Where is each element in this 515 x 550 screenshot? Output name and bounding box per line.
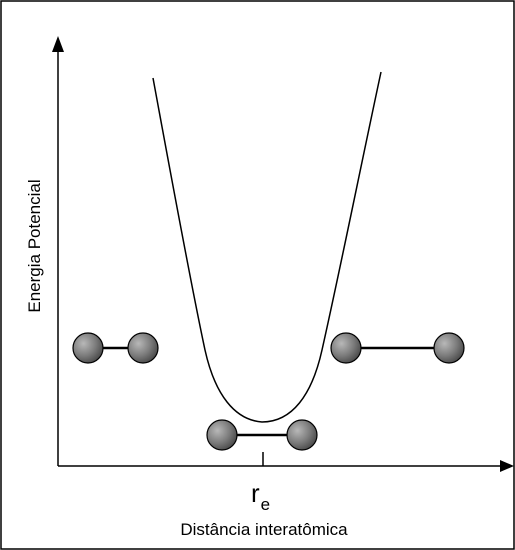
molecule-stretched (330, 332, 465, 364)
molecule-compressed (72, 332, 159, 364)
y-axis-label: Energia Potencial (25, 179, 44, 312)
equilibrium-subscript: e (261, 495, 270, 514)
equilibrium-distance-label: re (251, 478, 270, 514)
molecule-equilibrium (206, 419, 318, 451)
atom-icon (286, 419, 318, 451)
potential-energy-curve (152, 71, 382, 423)
x-axis (58, 460, 514, 472)
y-axis (52, 36, 64, 466)
atom-icon (72, 332, 104, 364)
atom-icon (330, 332, 362, 364)
atom-icon (433, 332, 465, 364)
atom-icon (127, 332, 159, 364)
atom-icon (206, 419, 238, 451)
equilibrium-symbol: r (251, 478, 260, 508)
x-axis-label: Distância interatômica (180, 520, 348, 539)
